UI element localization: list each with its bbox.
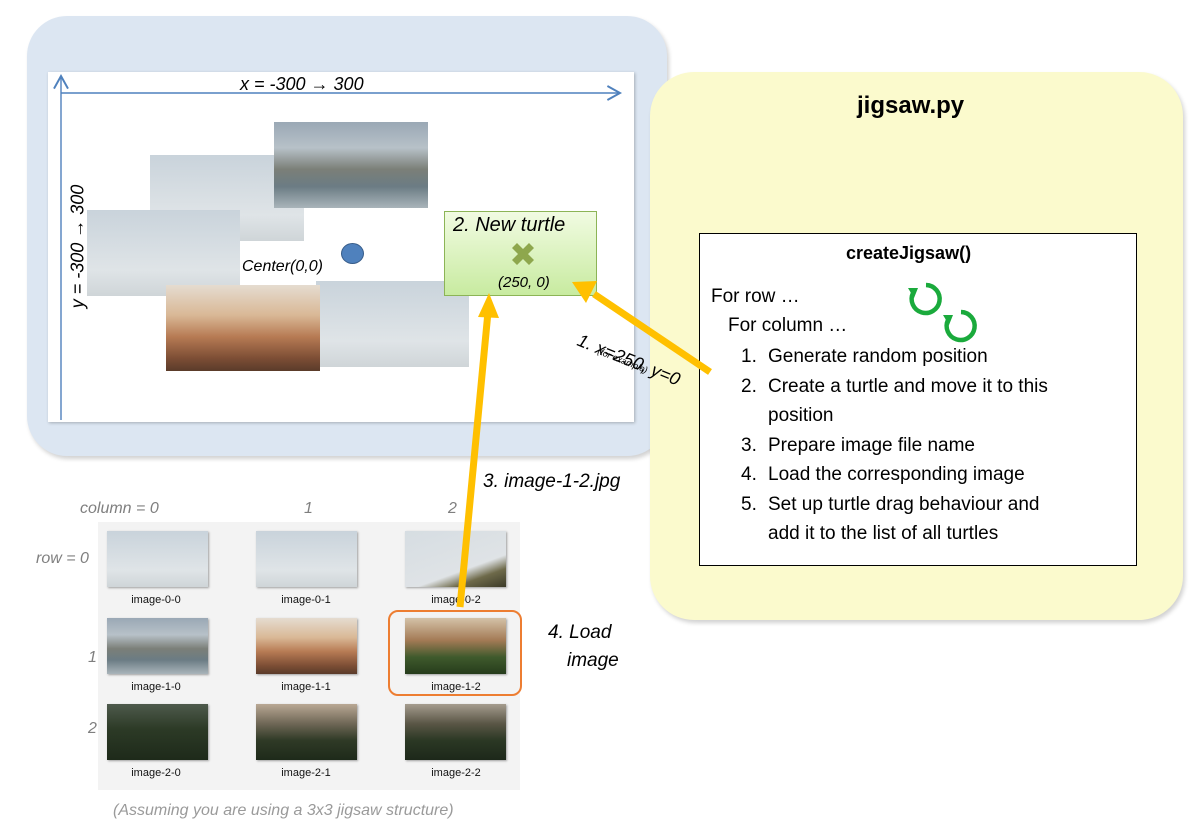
center-dot bbox=[341, 243, 364, 264]
loop-icon bbox=[943, 309, 977, 343]
image-caption: image-0-1 bbox=[281, 594, 331, 606]
function-box bbox=[699, 233, 1137, 566]
column-label: 1 bbox=[304, 500, 313, 517]
for-column-label: For column … bbox=[728, 315, 848, 336]
image-thumbnail[interactable] bbox=[405, 531, 506, 587]
step-item: 5. Set up turtle drag behaviour and bbox=[741, 490, 1048, 520]
step-text: add it to the list of all turtles bbox=[768, 523, 999, 544]
step-text: Load the corresponding image bbox=[768, 464, 1025, 485]
step-number: 5. bbox=[741, 493, 757, 515]
image-thumbnail[interactable] bbox=[107, 704, 208, 760]
x-axis-label: x = -300 → 300 bbox=[240, 74, 364, 94]
image-thumbnail[interactable] bbox=[107, 618, 208, 674]
step-number: 1. bbox=[741, 346, 757, 367]
image-thumbnail[interactable] bbox=[256, 618, 357, 674]
image-caption: image-1-1 bbox=[281, 681, 331, 693]
image-thumbnail[interactable] bbox=[256, 704, 357, 760]
step4-label: 4. Load bbox=[548, 622, 612, 643]
arrow-line bbox=[456, 311, 492, 608]
step-item: 3. Prepare image file name bbox=[741, 431, 1048, 461]
image-caption: image-2-2 bbox=[431, 767, 481, 779]
column-label: 2 bbox=[448, 500, 457, 517]
row-label: 1 bbox=[88, 649, 97, 666]
column-label: column = 0 bbox=[80, 500, 159, 517]
arrow-head bbox=[572, 281, 597, 303]
image-caption: image-2-0 bbox=[131, 767, 181, 779]
steps-list: 1. Generate random position 2. Create a tu… bbox=[741, 342, 1048, 549]
jigsaw-piece[interactable] bbox=[274, 122, 428, 208]
image-thumbnail[interactable] bbox=[107, 531, 208, 587]
jigsaw-piece[interactable] bbox=[316, 281, 469, 367]
step-number: 3. bbox=[741, 434, 757, 456]
image-thumbnail[interactable] bbox=[256, 531, 357, 587]
new-turtle-title: 2. New turtle bbox=[453, 214, 566, 236]
step-text: Generate random position bbox=[768, 346, 988, 367]
step-text: position bbox=[768, 405, 834, 426]
step4-label: image bbox=[567, 650, 619, 671]
row-label: 2 bbox=[88, 720, 97, 737]
image-caption: image-0-2 bbox=[431, 594, 481, 606]
step-text: Set up turtle drag behaviour and bbox=[768, 493, 1040, 515]
jigsaw-piece[interactable] bbox=[87, 210, 240, 296]
step-text: Create a turtle and move it to this bbox=[768, 375, 1048, 397]
arrow-head bbox=[478, 293, 499, 318]
selected-image-highlight bbox=[388, 610, 522, 696]
step-item: 4. Load the corresponding image bbox=[741, 460, 1048, 490]
arrow-line bbox=[592, 291, 712, 375]
loop-icon bbox=[908, 282, 942, 316]
step-number: 2. bbox=[741, 375, 757, 397]
center-label: Center(0,0) bbox=[242, 258, 323, 275]
image-caption: image-1-0 bbox=[131, 681, 181, 693]
for-row-label: For row … bbox=[711, 286, 800, 307]
turtle-cross-icon bbox=[512, 243, 534, 265]
image-caption: image-0-0 bbox=[131, 594, 181, 606]
image-thumbnail[interactable] bbox=[405, 618, 506, 674]
file-title: jigsaw.py bbox=[857, 92, 965, 119]
step3-label: 3. image-1-2.jpg bbox=[483, 471, 621, 492]
footnote: (Assuming you are using a 3x3 jigsaw str… bbox=[113, 802, 454, 819]
new-turtle-coord: (250, 0) bbox=[498, 274, 550, 291]
step-text: Prepare image file name bbox=[768, 434, 975, 456]
row-label: row = 0 bbox=[36, 550, 89, 567]
function-name: createJigsaw() bbox=[846, 243, 972, 263]
image-caption: image-1-2 bbox=[431, 681, 481, 693]
step-number: 4. bbox=[741, 464, 757, 485]
step-item: 1. Generate random position bbox=[741, 342, 1048, 372]
image-caption: image-2-1 bbox=[281, 767, 331, 779]
step-item: 2. Create a turtle and move it to this bbox=[741, 372, 1048, 402]
jigsaw-piece[interactable] bbox=[166, 285, 320, 371]
image-thumbnail[interactable] bbox=[405, 704, 506, 760]
